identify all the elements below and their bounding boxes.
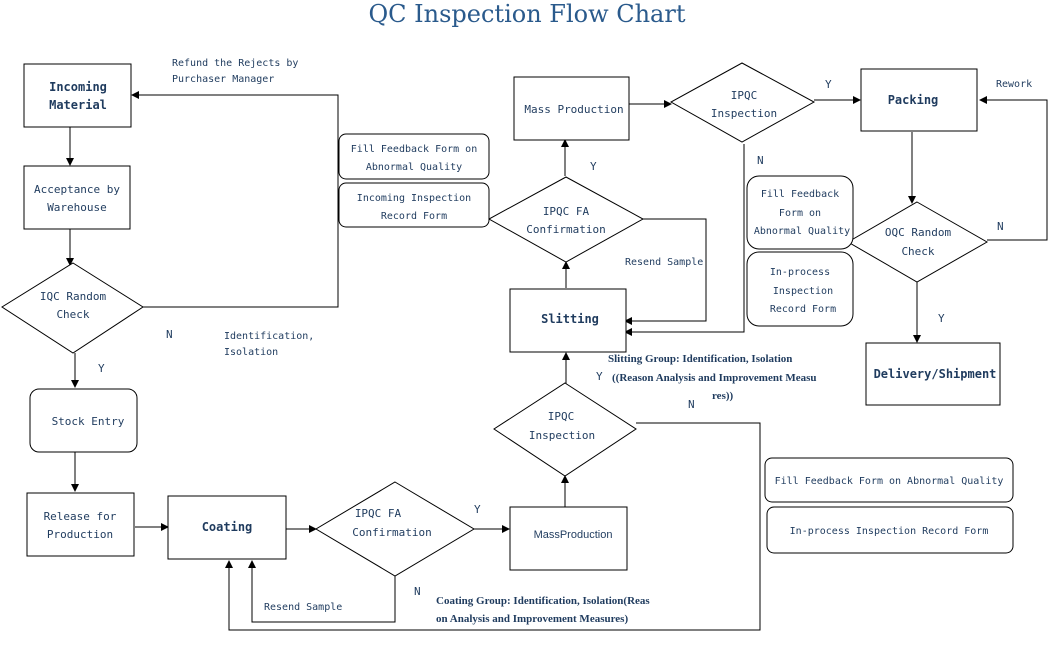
node-oqc-random-check[interactable]: OQC Random Check: [847, 201, 989, 283]
label-no-oqc: N: [997, 220, 1004, 233]
node-mass-production-top[interactable]: Mass Production: [513, 76, 630, 141]
node-oqc-check-line2: Check: [901, 245, 934, 258]
label-identification-line2: Isolation: [224, 347, 278, 358]
node-incoming-material-line2: Material: [49, 98, 107, 112]
slitting-group-note-line2: ((Reason Analysis and Improvement Measu: [612, 372, 817, 384]
label-rework: Rework: [996, 79, 1032, 90]
form-feedback-abnormal-quality-3[interactable]: Fill Feedback Form on Abnormal Quality: [764, 457, 1014, 503]
node-coating-label: Coating: [202, 520, 253, 534]
node-stock-entry-label: Stock Entry: [52, 415, 125, 428]
node-coating-fa-line1: IPQC FA: [355, 507, 402, 520]
label-resend-sample-top: Resend Sample: [625, 257, 703, 268]
node-mass-production-top-label: Mass Production: [524, 103, 623, 116]
form-inprocess-1-line1: In-process: [770, 267, 830, 278]
node-oqc-check-line1: OQC Random: [885, 226, 952, 239]
form-feedback-2-line1: Fill Feedback: [761, 189, 839, 200]
form-incoming-record-line2: Record Form: [381, 211, 447, 222]
form-inprocess-inspection-record-1[interactable]: In-process Inspection Record Form: [746, 251, 854, 327]
node-slitting-fa-line1: IPQC FA: [543, 205, 590, 218]
node-ipqc-inspection-top[interactable]: IPQC Inspection: [669, 62, 816, 143]
label-yes-iqc: Y: [98, 362, 105, 375]
chart-title: QC Inspection Flow Chart: [369, 0, 686, 28]
node-slitting-fa-line2: Confirmation: [526, 223, 605, 236]
label-refund-line2: Purchaser Manager: [172, 74, 274, 85]
node-packing[interactable]: Packing: [860, 68, 978, 132]
slitting-group-note-line3: res)): [712, 390, 734, 402]
form-inprocess-inspection-record-2[interactable]: In-process Inspection Record Form: [766, 506, 1014, 554]
form-feedback-abnormal-quality-2[interactable]: Fill Feedback Form on Abnormal Quality: [746, 175, 854, 250]
label-yes-coating-fa: Y: [474, 503, 481, 516]
node-release-line2: Production: [47, 528, 113, 541]
form-feedback-2-line3: Abnormal Quality: [754, 226, 850, 237]
node-coating[interactable]: Coating: [167, 495, 287, 560]
coating-group-note-line2: on Analysis and Improvement Measures): [436, 613, 628, 625]
node-stock-entry[interactable]: Stock Entry: [29, 388, 138, 453]
slitting-group-note-line1: Slitting Group: Identification, Isolatio…: [608, 353, 792, 365]
form-feedback-1-line2: Abnormal Quality: [366, 162, 462, 173]
form-incoming-record-line1: Incoming Inspection: [357, 193, 471, 204]
coating-group-note-line1: Coating Group: Identification, Isolation…: [436, 595, 650, 607]
label-yes-ipqc-top: Y: [825, 78, 832, 91]
node-coating-fa-line2: Confirmation: [352, 526, 431, 539]
label-refund-line1: Refund the Rejects by: [172, 58, 298, 69]
node-acceptance-line2: Warehouse: [47, 201, 107, 214]
connectors: [66, 91, 1048, 631]
label-no-iqc: N: [166, 328, 173, 341]
node-delivery-shipment[interactable]: Delivery/Shipment: [865, 342, 1001, 406]
form-feedback-abnormal-quality-1[interactable]: Fill Feedback Form on Abnormal Quality: [338, 133, 490, 180]
form-incoming-inspection-record[interactable]: Incoming Inspection Record Form: [338, 182, 490, 228]
node-slitting[interactable]: Slitting: [509, 288, 627, 353]
label-yes-ipqc-bottom: Y: [596, 370, 603, 383]
node-iqc-check-line1: IQC Random: [40, 290, 107, 303]
node-delivery-label: Delivery/Shipment: [874, 367, 997, 381]
form-feedback-1-line1: Fill Feedback Form on: [351, 144, 477, 155]
form-inprocess-1-line3: Record Form: [770, 304, 836, 315]
node-acceptance-by-warehouse[interactable]: Acceptance by Warehouse: [23, 165, 131, 230]
form-feedback-2-line2: Form on: [779, 208, 821, 219]
node-ipqc-top-line2: Inspection: [711, 107, 777, 120]
form-inprocess-2-label: In-process Inspection Record Form: [790, 526, 989, 537]
node-iqc-random-check[interactable]: IQC Random Check: [1, 262, 144, 354]
label-no-coating-fa: N: [414, 585, 421, 598]
node-ipqc-bottom-line1: IPQC: [548, 410, 575, 423]
node-packing-label: Packing: [888, 93, 939, 107]
label-identification-line1: Identification,: [224, 331, 314, 342]
node-release-line1: Release for: [44, 510, 117, 523]
label-resend-sample-bottom: Resend Sample: [264, 602, 342, 613]
node-acceptance-line1: Acceptance by: [34, 183, 120, 196]
node-ipqc-top-line1: IPQC: [731, 89, 758, 102]
node-ipqc-inspection-bottom[interactable]: IPQC Inspection: [493, 382, 637, 477]
form-inprocess-1-line2: Inspection: [773, 286, 833, 297]
node-coating-fa-confirmation[interactable]: IPQC FA Confirmation: [315, 481, 475, 577]
node-iqc-check-line2: Check: [56, 308, 89, 321]
label-no-ipqc-top: N: [757, 154, 764, 167]
node-incoming-material-line1: Incoming: [49, 80, 107, 94]
form-feedback-3-label: Fill Feedback Form on Abnormal Quality: [775, 476, 1004, 487]
node-mass-production-bottom[interactable]: MassProduction: [509, 506, 628, 571]
node-incoming-material[interactable]: Incoming Material: [23, 63, 132, 128]
label-yes-oqc: Y: [938, 312, 945, 325]
label-no-ipqc-bottom: N: [688, 398, 695, 411]
node-release-for-production[interactable]: Release for Production: [26, 492, 135, 557]
node-slitting-fa-confirmation[interactable]: IPQC FA Confirmation: [487, 176, 645, 263]
label-yes-slitting-fa: Y: [590, 160, 597, 173]
node-slitting-label: Slitting: [541, 312, 599, 326]
node-mass-production-bottom-label: MassProduction: [534, 529, 613, 541]
node-ipqc-bottom-line2: Inspection: [529, 429, 595, 442]
